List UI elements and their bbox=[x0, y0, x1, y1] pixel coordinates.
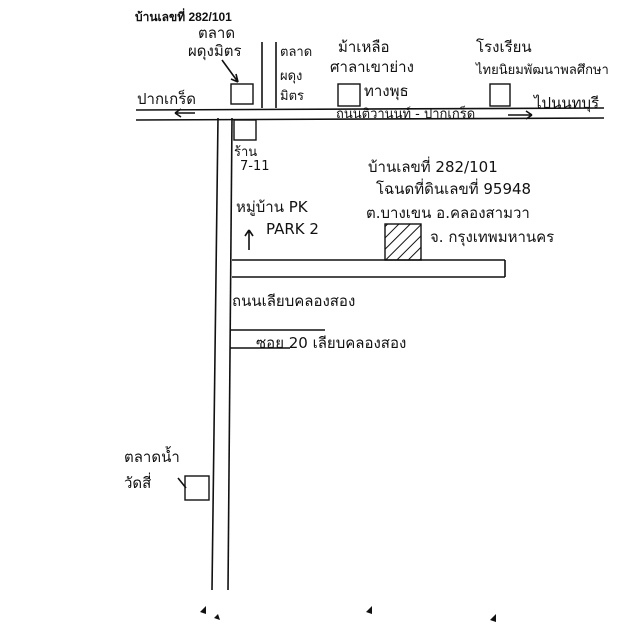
school-label-line1: โรงเรียน bbox=[476, 38, 532, 56]
shop-arrow bbox=[177, 477, 187, 489]
soi-road-right-edge bbox=[227, 117, 233, 591]
bottom-mark-2 bbox=[214, 614, 220, 620]
school-box bbox=[489, 83, 511, 107]
market-side-line2: ผดุง bbox=[280, 69, 302, 84]
bottom-mark-4 bbox=[490, 614, 496, 622]
clinic-label-line1: ม้าเหลือ bbox=[338, 38, 390, 56]
page-title: บ้านเลขที่ 282/101 bbox=[135, 10, 232, 24]
soi-2-label: ซอย 20 เลียบคลองสอง bbox=[256, 334, 406, 352]
pak-kret-label: ปากเกร็ด bbox=[137, 89, 196, 108]
market-label-line1: ตลาด bbox=[198, 24, 235, 42]
clinic-box bbox=[337, 83, 361, 107]
pk-park-line1: หมู่บ้าน PK bbox=[236, 198, 309, 216]
market-side-line1: ตลาด bbox=[280, 45, 312, 60]
house-info-line1: บ้านเลขที่ 282/101 bbox=[368, 156, 498, 176]
seven-eleven-line2: 7-11 bbox=[240, 159, 270, 174]
shop-label-line1: ตลาดน้ำ bbox=[124, 446, 180, 466]
house-info-line2: โฉนดที่ดินเลขที่ 95948 bbox=[376, 178, 531, 198]
pk-park-line2: PARK 2 bbox=[266, 220, 319, 238]
bottom-mark-3 bbox=[366, 606, 372, 614]
main-road-label: ถนนติวานนท์ - ปากเกร็ด bbox=[336, 104, 475, 122]
nonthaburi-label: ไปนนทบุรี bbox=[533, 94, 599, 113]
house-info-line3: ต.บางเขน อ.คลองสามวา bbox=[366, 204, 530, 222]
shop-box bbox=[184, 475, 210, 501]
seven-eleven-box bbox=[233, 119, 257, 141]
shop-label-line2: วัดสี่ bbox=[124, 472, 151, 492]
house-info-line4: จ. กรุงเทพมหานคร bbox=[430, 228, 554, 247]
soi-road-left-edge bbox=[211, 117, 219, 591]
market-arrow bbox=[221, 59, 239, 83]
bottom-mark-1 bbox=[200, 606, 206, 614]
market-side-line3: มิตร bbox=[280, 89, 304, 104]
clinic-label-line3: ทางพุธ bbox=[364, 82, 409, 101]
pak-kret-arrow bbox=[174, 108, 195, 118]
clinic-label-line2: ศาลาเขาย่าง bbox=[330, 58, 414, 76]
house-parcel bbox=[384, 223, 422, 261]
soi-1-label: ถนนเลียบคลองสอง bbox=[232, 292, 355, 310]
market-box bbox=[230, 83, 254, 105]
main-road-top-edge bbox=[135, 107, 605, 111]
pk-park-arrow bbox=[244, 229, 254, 250]
school-label-line2: ไทยนิยมพัฒนาพลศึกษา bbox=[475, 62, 609, 78]
market-label-line2: ผดุงมิตร bbox=[188, 42, 242, 61]
seven-eleven-line1: ร้าน bbox=[234, 145, 257, 160]
nonthaburi-arrow bbox=[508, 110, 533, 120]
